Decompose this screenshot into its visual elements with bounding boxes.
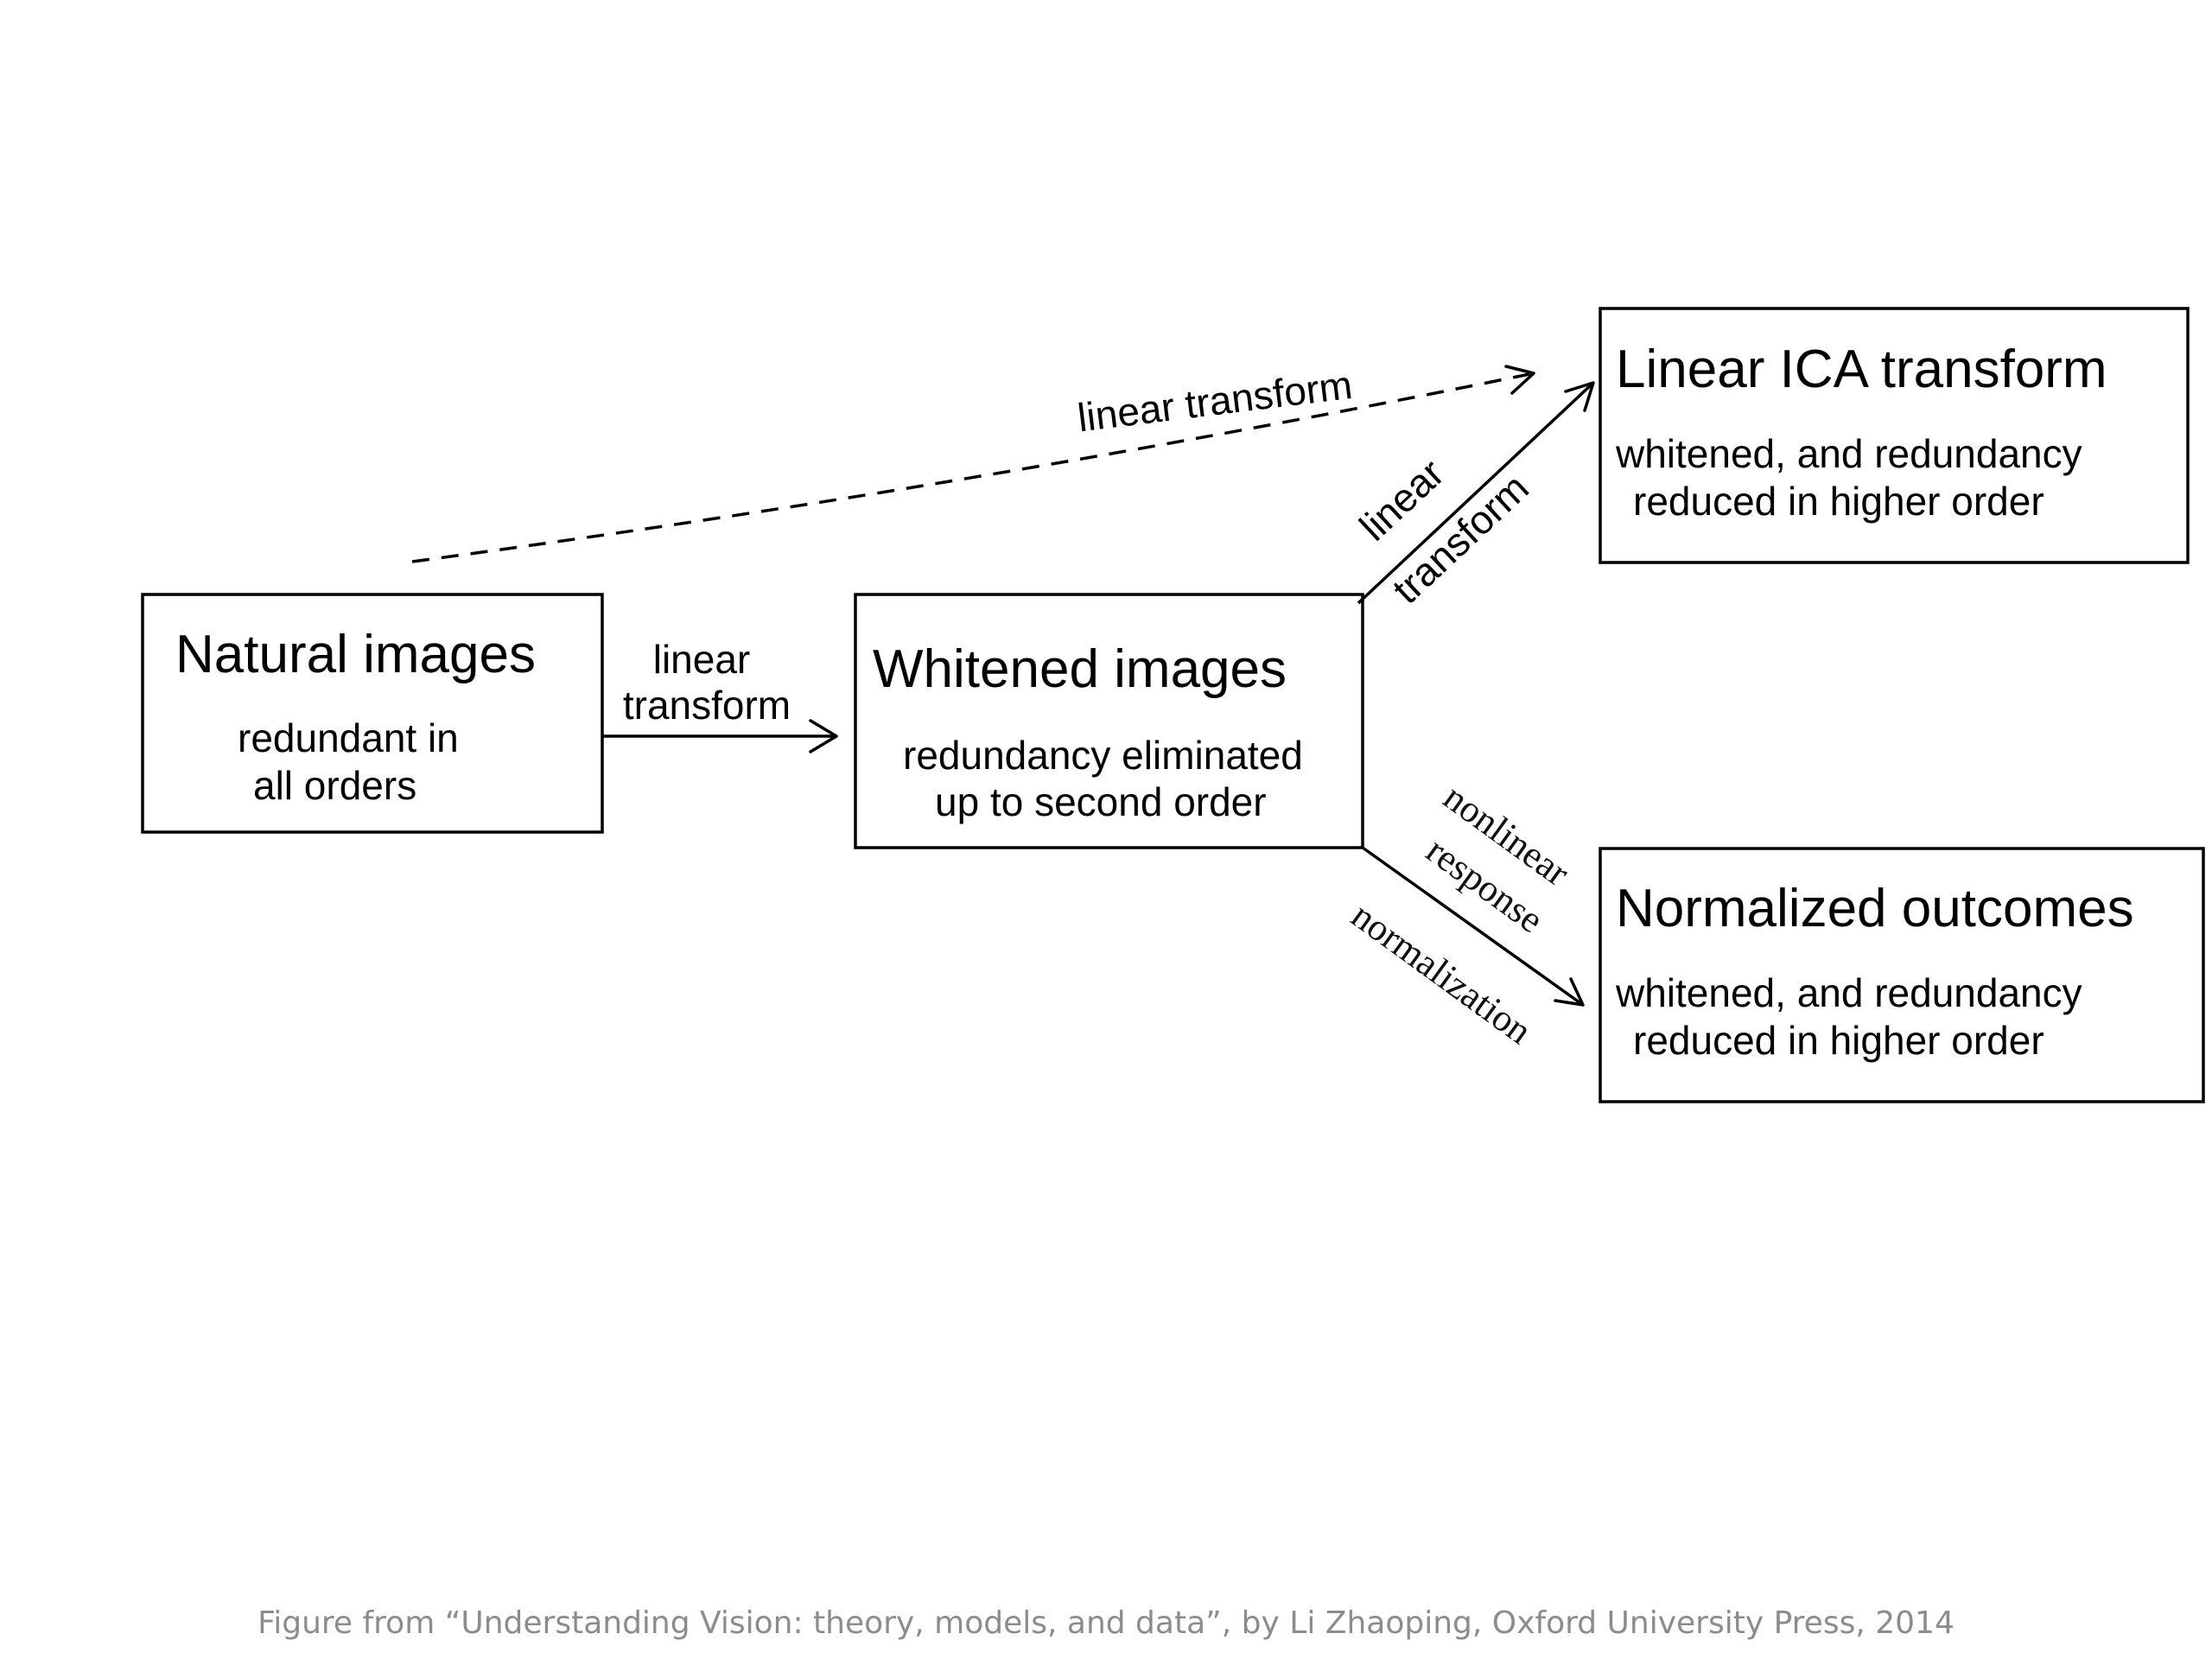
node-normalized-outcomes-title: Normalized outcomes	[1616, 879, 2134, 938]
node-normalized-outcomes: Normalized outcomes whitened, and redund…	[1599, 847, 2205, 1103]
node-whitened-images-line1: redundancy eliminated	[903, 733, 1303, 778]
edge-natural-to-ica-arrowhead	[1504, 365, 1535, 395]
node-normalized-outcomes-line2: reduced in higher order	[1633, 1018, 2044, 1063]
edge-natural-to-whitened-label-line2: transform	[623, 683, 791, 728]
node-whitened-images-line2: up to second order	[935, 779, 1267, 824]
node-normalized-outcomes-frame	[1599, 847, 2205, 1103]
edge-natural-to-ica-dashed-line	[411, 372, 1535, 563]
edge-natural-to-ica-label: linear transform	[1075, 362, 1355, 441]
figure-credit: Figure from “Understanding Vision: theor…	[257, 1605, 1955, 1641]
edge-whitened-to-ica-line	[1357, 381, 1595, 605]
edge-natural-to-whitened: linear transform	[602, 637, 838, 753]
node-natural-images-frame	[141, 593, 604, 834]
node-natural-images-line2: all orders	[253, 763, 416, 808]
edge-whitened-to-ica-arrowhead	[1564, 381, 1595, 412]
node-whitened-images: Whitened images redundancy eliminated up…	[854, 593, 1364, 849]
edge-whitened-to-normalized-arrowhead	[1554, 977, 1585, 1007]
node-linear-ica-line2: reduced in higher order	[1633, 479, 2044, 524]
node-linear-ica-line1: whitened, and redundancy	[1615, 431, 2082, 476]
node-natural-images-title: Natural images	[175, 625, 536, 684]
edge-natural-to-whitened-arrowhead	[809, 719, 838, 753]
edge-whitened-to-normalized: nonlinear response normalization	[1344, 776, 1585, 1052]
node-linear-ica-title: Linear ICA transform	[1616, 340, 2107, 399]
node-linear-ica-transform: Linear ICA transform whitened, and redun…	[1599, 307, 2190, 564]
node-whitened-images-title: Whitened images	[873, 639, 1287, 699]
edge-natural-to-whitened-label-line1: linear	[653, 637, 751, 682]
edge-whitened-to-ica: linear transform	[1351, 381, 1595, 613]
node-whitened-images-frame	[854, 593, 1364, 849]
edge-whitened-to-normalized-line	[1361, 846, 1585, 1007]
node-natural-images-line1: redundant in	[238, 715, 459, 760]
node-natural-images: Natural images redundant in all orders	[141, 593, 604, 834]
node-linear-ica-frame	[1599, 307, 2190, 564]
node-normalized-outcomes-line1: whitened, and redundancy	[1615, 970, 2082, 1015]
